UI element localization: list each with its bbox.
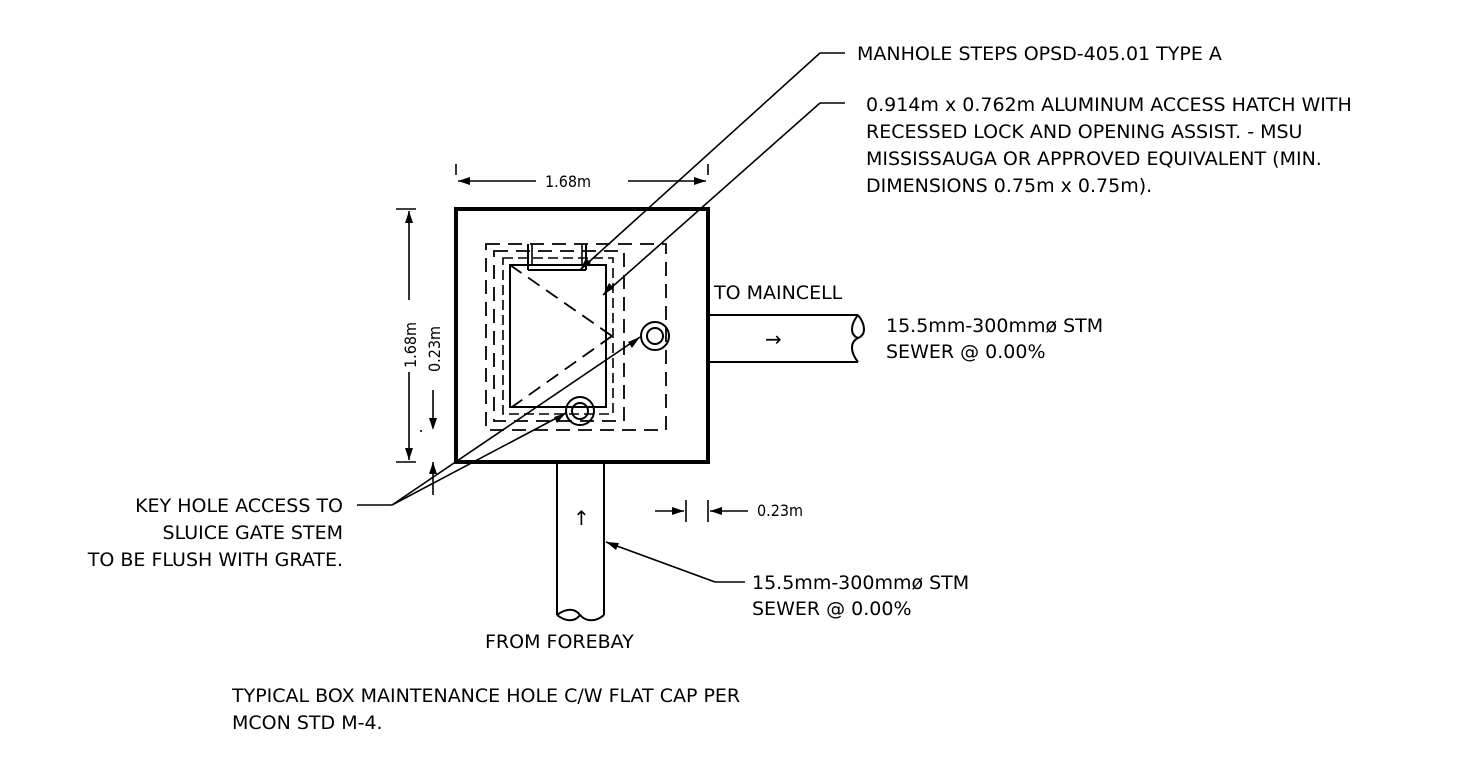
dimension-wall-bottom (655, 500, 748, 522)
access-hatch-inner (502, 257, 614, 415)
key-hole-right (640, 321, 670, 351)
dimension-height-left (396, 208, 416, 463)
svg-text:SEWER @ 0.00%: SEWER @ 0.00% (886, 341, 1046, 363)
dimension-width-label: 1.68m (545, 172, 591, 191)
note-from-forebay: FROM FOREBAY (485, 631, 634, 653)
drawing-title: TYPICAL BOX MAINTENANCE HOLE C/W FLAT CA… (231, 685, 740, 734)
outlet-pipe (708, 314, 865, 363)
note-manhole-steps: MANHOLE STEPS OPSD-405.01 TYPE A (857, 43, 1222, 65)
leader-inlet-pipe (605, 541, 745, 583)
svg-text:TYPICAL BOX MAINTENANCE HOLE C: TYPICAL BOX MAINTENANCE HOLE C/W FLAT CA… (231, 685, 740, 707)
note-outlet-pipe: 15.5mm-300mmø STM SEWER @ 0.00% (886, 315, 1103, 363)
hatch-frame-dashed-outline (493, 250, 625, 422)
key-hole-bottom (565, 396, 595, 426)
svg-text:MCON STD M-4.: MCON STD M-4. (232, 712, 383, 734)
svg-text:MISSISSAUGA OR APPROVED EQUIVA: MISSISSAUGA OR APPROVED EQUIVALENT (MIN. (866, 148, 1322, 170)
dimension-wall-left-label: 0.23m (425, 326, 444, 372)
svg-text:RECESSED LOCK AND OPENING ASSI: RECESSED LOCK AND OPENING ASSIST. - MSU (866, 121, 1302, 143)
note-inlet-pipe: 15.5mm-300mmø STM SEWER @ 0.00% (752, 572, 969, 620)
note-access-hatch: 0.914m x 0.762m ALUMINUM ACCESS HATCH WI… (866, 94, 1352, 197)
outlet-flow-arrow: → (765, 327, 782, 351)
access-hatch (509, 264, 607, 408)
note-to-maincell: TO MAINCELL (713, 282, 843, 304)
svg-text:DIMENSIONS 0.75m x 0.75m).: DIMENSIONS 0.75m x 0.75m). (866, 175, 1152, 197)
leader-key-hole (357, 336, 641, 506)
svg-text:KEY HOLE ACCESS TO: KEY HOLE ACCESS TO (135, 495, 343, 517)
inlet-pipe (556, 462, 605, 622)
note-key-hole: KEY HOLE ACCESS TO SLUICE GATE STEM TO B… (87, 495, 343, 571)
leader-manhole-steps (579, 52, 845, 271)
inner-wall-dashed-outline (485, 243, 667, 431)
svg-text:SEWER @ 0.00%: SEWER @ 0.00% (752, 598, 912, 620)
svg-text:TO BE FLUSH WITH GRATE.: TO BE FLUSH WITH GRATE. (87, 549, 343, 571)
dimension-height-label: 1.68m (401, 322, 420, 368)
dimension-wall-bottom-label: 0.23m (757, 501, 803, 520)
leader-access-hatch (602, 102, 845, 296)
inlet-flow-arrow: ↑ (573, 506, 590, 530)
maintenance-hole-outer-wall (454, 207, 710, 464)
hatch-swing-lines (509, 264, 613, 408)
svg-text:15.5mm-300mmø STM: 15.5mm-300mmø STM (752, 572, 969, 594)
manhole-steps (527, 244, 587, 271)
svg-text:0.914m x 0.762m ALUMINUM ACCES: 0.914m x 0.762m ALUMINUM ACCESS HATCH WI… (866, 94, 1352, 116)
svg-text:15.5mm-300mmø STM: 15.5mm-300mmø STM (886, 315, 1103, 337)
dimension-width-top (455, 164, 709, 185)
svg-text:SLUICE GATE STEM: SLUICE GATE STEM (163, 522, 343, 544)
dimension-wall-left (420, 390, 437, 495)
